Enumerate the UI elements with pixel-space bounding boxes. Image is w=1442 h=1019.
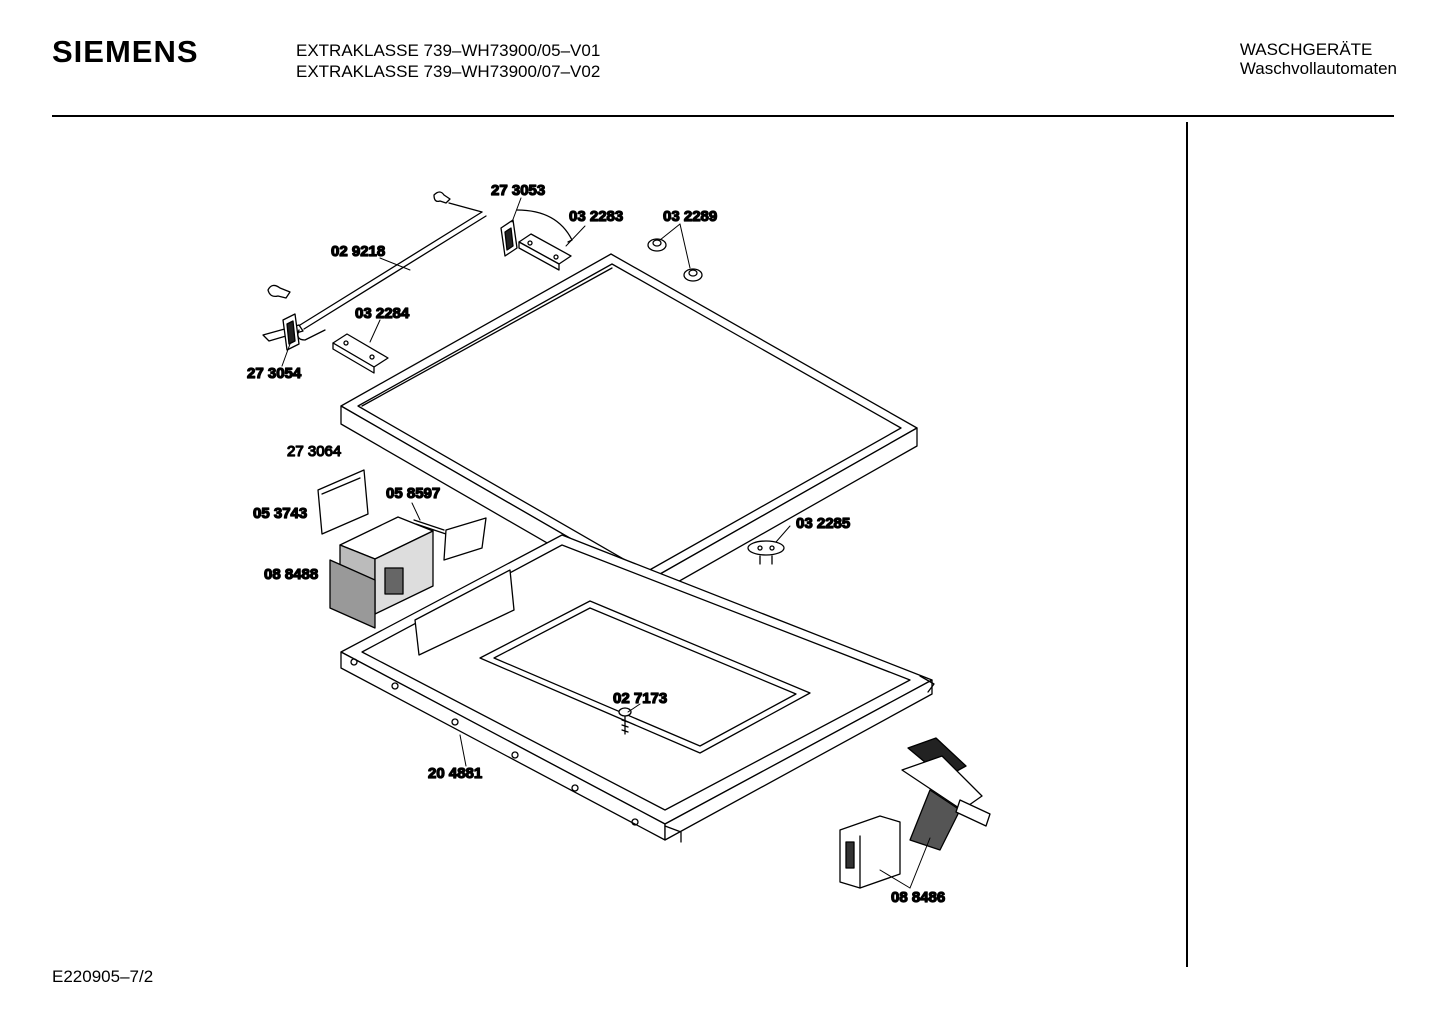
header-divider xyxy=(52,115,1394,117)
drawer-housing-08-8488 xyxy=(329,516,434,629)
label-02-9218: 02 9218 xyxy=(331,243,385,260)
model-info: EXTRAKLASSE 739–WH73900/05–V01 EXTRAKLAS… xyxy=(296,40,600,82)
drawer-flap-05-3743 xyxy=(317,469,369,535)
bracket-03-2284 xyxy=(332,333,389,374)
label-27-3053: 27 3053 xyxy=(491,182,545,199)
side-divider xyxy=(1186,122,1188,967)
category-info: WASCHGERÄTE Waschvollautomaten xyxy=(1240,40,1397,78)
drawer-clip-05-8597 xyxy=(413,517,487,561)
switch-assembly-08-8486 xyxy=(839,737,991,889)
top-frame xyxy=(340,534,935,843)
label-05-3743: 05 3743 xyxy=(253,505,307,522)
label-27-3054: 27 3054 xyxy=(247,365,302,382)
label-08-8486: 08 8486 xyxy=(891,889,945,906)
label-03-2285: 03 2285 xyxy=(796,515,850,532)
label-05-8597: 05 8597 xyxy=(386,485,440,502)
hinge-rod xyxy=(267,191,487,330)
model-line-2: EXTRAKLASSE 739–WH73900/07–V02 xyxy=(296,62,601,81)
label-03-2284: 03 2284 xyxy=(355,305,410,322)
leader-lines xyxy=(281,197,931,889)
label-08-8488: 08 8488 xyxy=(264,566,318,583)
bracket-03-2283 xyxy=(518,233,572,271)
label-20-4881: 20 4881 xyxy=(428,765,482,782)
clip-03-2285 xyxy=(747,540,785,565)
document-code: E220905–7/2 xyxy=(52,967,154,986)
model-line-1: EXTRAKLASSE 739–WH73900/05–V01 xyxy=(296,41,601,60)
label-03-2289: 03 2289 xyxy=(663,208,717,225)
rubber-feet xyxy=(647,238,703,282)
category-line-2: Waschvollautomaten xyxy=(1239,59,1397,78)
brand-logo: SIEMENS xyxy=(52,34,199,69)
label-27-3064: 27 3064 xyxy=(287,443,341,460)
hinge-lower xyxy=(262,313,326,351)
screw-02-7173 xyxy=(618,707,632,735)
label-03-2283: 03 2283 xyxy=(569,208,623,225)
label-02-7173: 02 7173 xyxy=(613,690,667,707)
category-line-1: WASCHGERÄTE xyxy=(1239,40,1373,59)
